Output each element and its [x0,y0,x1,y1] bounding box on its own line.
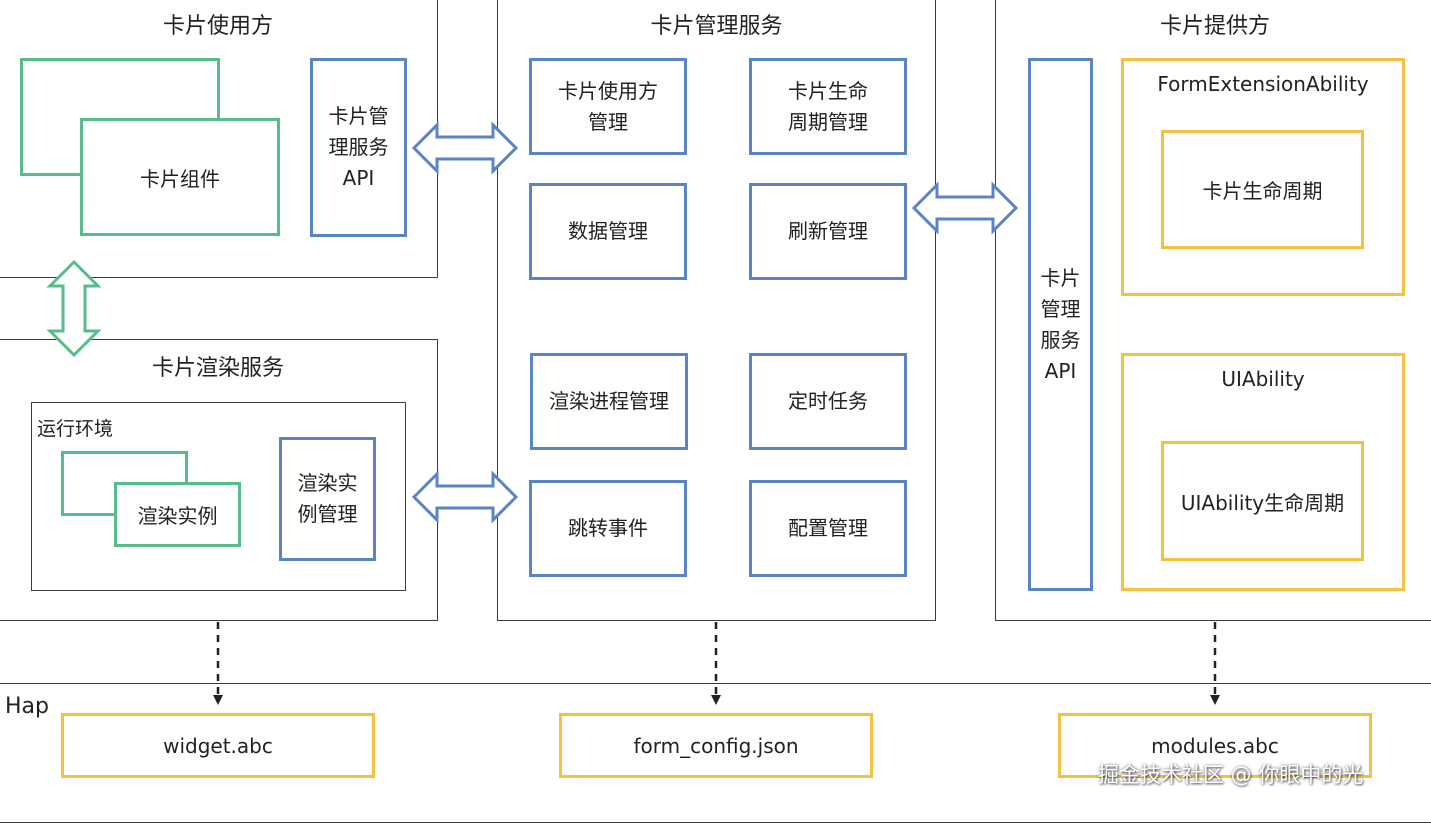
provider-api-line-1: 卡片 [1040,265,1081,290]
widget-label: 卡片组件 [140,166,220,191]
provider-api-line-2: 管理 [1040,296,1081,321]
module-jump-event-label: 跳转事件 [568,516,648,540]
module-refresh-mgmt-label: 刷新管理 [788,219,868,243]
consumer-api-line-3: API [342,166,375,190]
provider-api-line-3: 服务 [1040,327,1081,352]
form-extension-title: FormExtensionAbility [1157,72,1369,96]
hap-file-modules-label: modules.abc [1151,733,1279,758]
uiability-lifecycle-box: UIAbility生命周期 [1161,441,1364,561]
render-instance-front: 渲染实例 [114,482,241,547]
module-refresh-mgmt: 刷新管理 [749,183,907,280]
widget-front-card: 卡片组件 [80,118,280,236]
module-config-mgmt-label: 配置管理 [788,516,868,540]
render-title: 卡片渲染服务 [151,356,284,381]
hap-file-form-config: form_config.json [559,713,873,778]
hap-file-widget: widget.abc [61,713,375,778]
consumer-api-line-2: 理服务 [328,135,389,159]
module-consumer-mgmt-line-2: 管理 [588,109,628,134]
uiability-title: UIAbility [1221,367,1305,391]
module-lifecycle-mgmt-line-1: 卡片生命 [788,78,868,103]
module-render-process-mgmt: 渲染进程管理 [530,353,688,450]
module-consumer-mgmt-line-1: 卡片使用方 [558,78,658,103]
form-lifecycle-box: 卡片生命周期 [1161,130,1364,249]
module-render-process-mgmt-label: 渲染进程管理 [549,389,669,413]
consumer-api-box: 卡片管 理服务 API [310,58,407,237]
runtime-env-label: 运行环境 [37,418,114,440]
module-config-mgmt: 配置管理 [749,480,907,577]
provider-api-box: 卡片 管理 服务 API [1028,58,1093,591]
runtime-env-frame [31,402,406,591]
consumer-title: 卡片使用方 [162,14,273,39]
hap-file-widget-label: widget.abc [163,733,273,758]
module-consumer-mgmt: 卡片使用方 管理 [529,58,687,155]
hap-file-form-config-label: form_config.json [633,733,799,758]
provider-api-line-4: API [1044,358,1077,383]
watermark-text: 掘金技术社区 @ 你眼中的光 [1098,763,1364,787]
hap-label: Hap [5,694,49,719]
module-data-mgmt-label: 数据管理 [568,219,648,243]
hap-file-modules: modules.abc [1058,713,1372,778]
consumer-api-line-1: 卡片管 [328,104,389,128]
form-lifecycle-label: 卡片生命周期 [1202,179,1323,203]
module-lifecycle-mgmt-line-2: 周期管理 [788,109,868,134]
module-jump-event: 跳转事件 [529,480,687,577]
module-lifecycle-mgmt: 卡片生命 周期管理 [749,58,907,155]
render-manager-line-2: 例管理 [297,502,358,526]
module-timer-task: 定时任务 [749,353,907,450]
render-instance-label: 渲染实例 [137,504,218,528]
module-data-mgmt: 数据管理 [529,183,687,280]
uiability-lifecycle-label: UIAbility生命周期 [1180,490,1345,515]
render-manager-box: 渲染实 例管理 [279,437,376,561]
module-timer-task-label: 定时任务 [788,389,868,413]
render-manager-line-1: 渲染实 [297,471,358,495]
provider-title: 卡片提供方 [1159,14,1270,39]
service-title: 卡片管理服务 [650,14,783,39]
